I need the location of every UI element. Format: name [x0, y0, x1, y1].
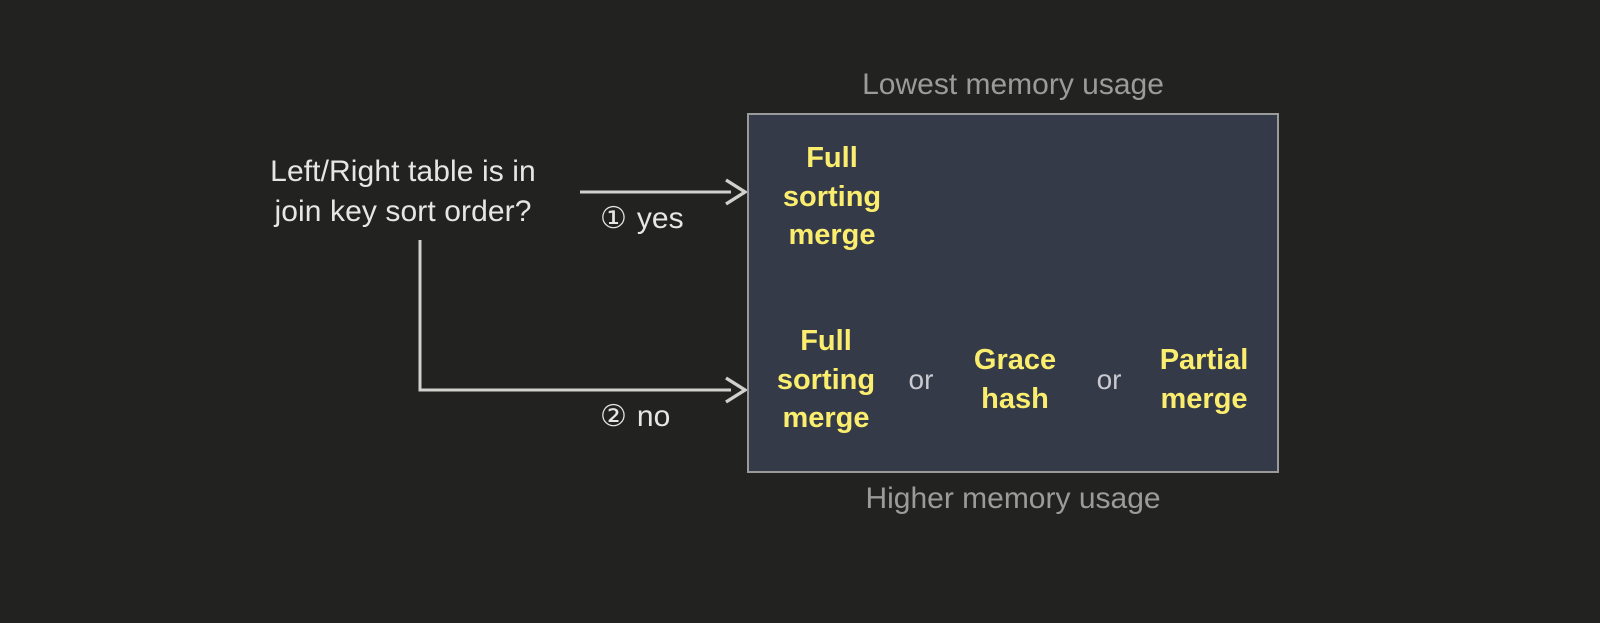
lowest-memory-caption: Lowest memory usage — [862, 68, 1164, 101]
decision-question-line1: Left/Right table is in — [270, 155, 536, 188]
branch-marker-2: ② — [600, 400, 627, 433]
branch-text-no: no — [636, 400, 671, 433]
option-partial-merge: Partial merge — [1159, 344, 1249, 415]
branch-marker-1: ① — [600, 202, 627, 235]
or-separator-1: or — [908, 364, 934, 395]
or-separator-2: or — [1096, 364, 1122, 395]
sorted-options-row: Full sorting merge — [757, 127, 1273, 267]
branch-text-yes: yes — [636, 202, 684, 235]
higher-memory-caption: Higher memory usage — [865, 482, 1161, 515]
decision-question-line2: join key sort order? — [274, 194, 532, 228]
option-full-sorting-merge-sorted: Full sorting merge — [782, 141, 882, 252]
option-full-sorting-merge: Full sorting merge — [776, 324, 876, 435]
branch-label-yes: ① yes — [600, 204, 684, 234]
branch-label-no: ② no — [600, 402, 670, 432]
unsorted-options-row: Full sorting merge or Grace hash or Part… — [757, 305, 1273, 455]
join-options-panel: Full sorting merge Full sorting merge or… — [747, 113, 1279, 473]
decision-question: Left/Right table is in join key sort ord… — [228, 152, 578, 232]
option-grace-hash: Grace hash — [973, 344, 1057, 415]
